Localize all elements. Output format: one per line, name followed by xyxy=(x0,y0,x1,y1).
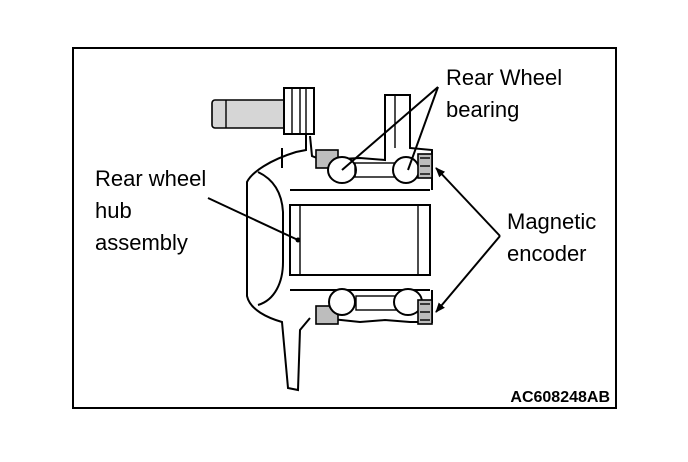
label-rear-wheel-bearing-line2: bearing xyxy=(446,97,519,122)
magnetic-encoder-upper xyxy=(417,153,433,179)
label-magnetic-encoder-line2: encoder xyxy=(507,241,587,266)
bearing-leader-1 xyxy=(341,86,439,171)
encoder-leader-upper xyxy=(435,167,501,237)
outer-race xyxy=(321,94,433,324)
figure-code: AC608248AB xyxy=(510,389,610,406)
magnetic-encoder-lower xyxy=(417,299,433,325)
bearing-leader-2 xyxy=(407,86,439,171)
wheel-stud xyxy=(211,87,315,135)
hub-leader-dot xyxy=(295,237,301,243)
label-magnetic-encoder-line1: Magnetic xyxy=(507,209,596,234)
label-hub-assembly-line1: Rear wheel xyxy=(95,166,206,191)
hub-body xyxy=(246,134,323,392)
label-hub-assembly-line3: assembly xyxy=(95,230,188,255)
label-hub-assembly-line2: hub xyxy=(95,198,132,223)
hub-bore xyxy=(289,189,431,291)
label-rear-wheel-bearing-line1: Rear Wheel xyxy=(446,65,562,90)
bearing-upper xyxy=(315,149,420,184)
bearing-lower xyxy=(315,288,423,325)
hub-leader xyxy=(207,197,299,241)
encoder-leader-lower xyxy=(435,235,501,313)
figure-frame xyxy=(72,47,617,409)
